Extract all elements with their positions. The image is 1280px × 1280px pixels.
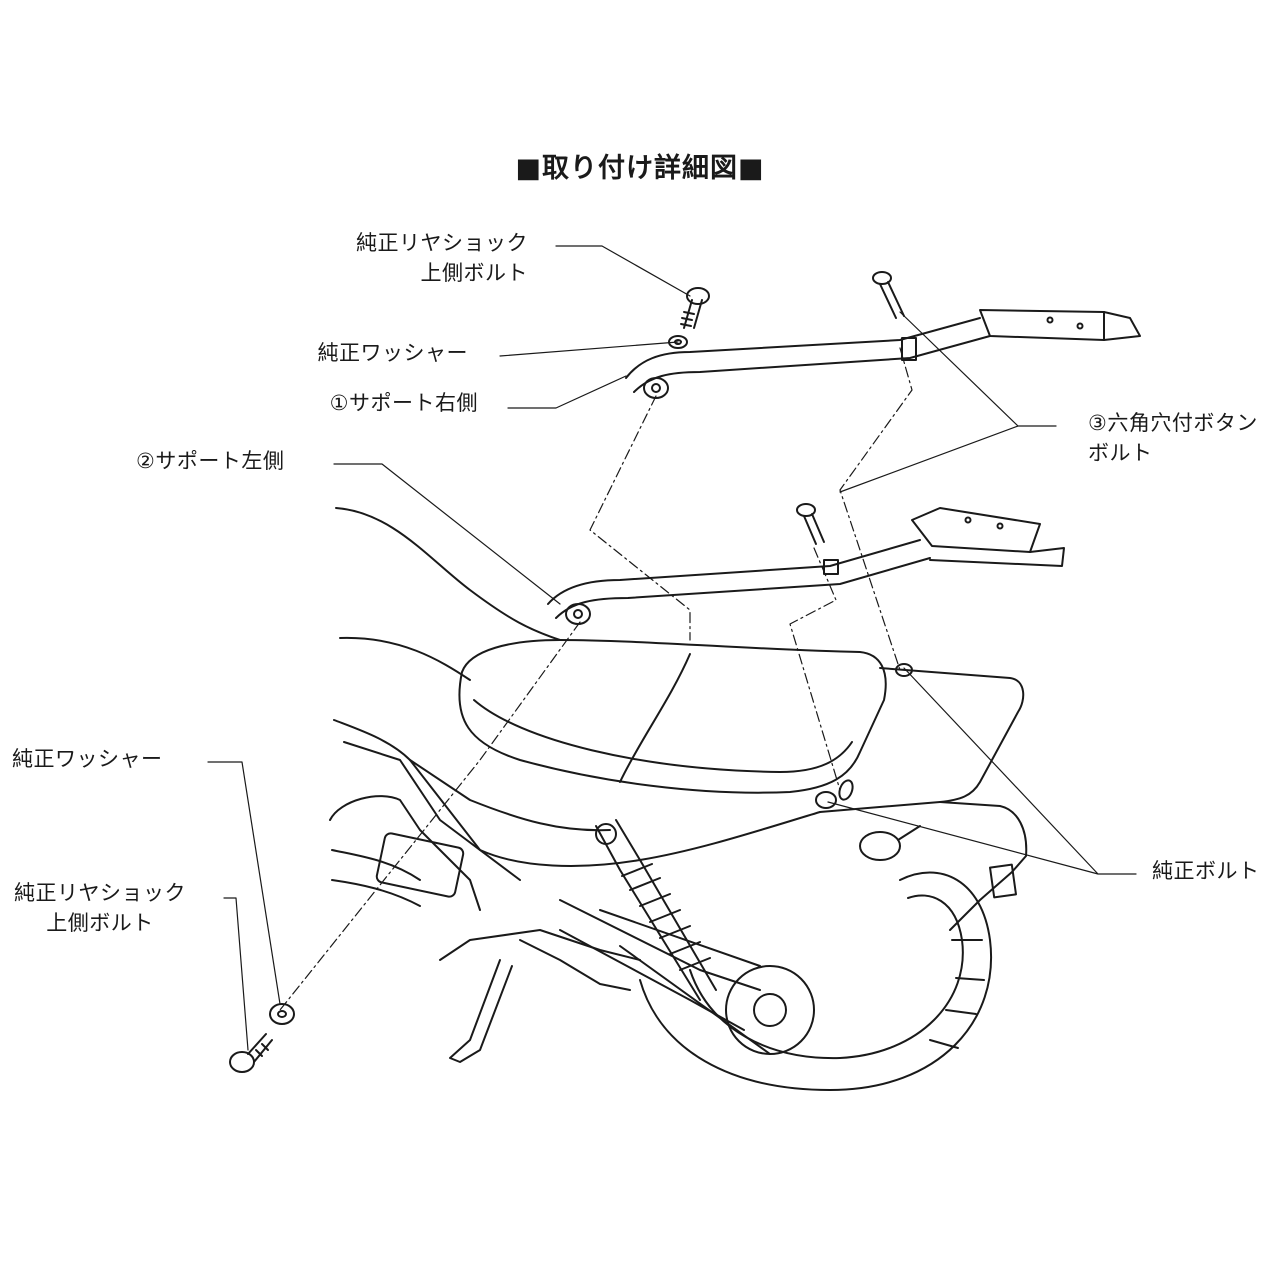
label-button-bolt-line1: ③六角穴付ボタン — [1088, 411, 1258, 435]
leader-support-right — [507, 375, 627, 409]
bottom-shock-bolt-part — [229, 1033, 273, 1073]
leader-bottom-shock-bolt — [223, 897, 249, 1051]
tail-cowl — [819, 667, 1025, 813]
rear-hub — [725, 965, 815, 1055]
tank-curve-upper — [335, 507, 561, 641]
rear-fender — [939, 801, 1028, 931]
support-left-part — [547, 507, 1065, 625]
button-bolt-part-lower — [796, 503, 825, 545]
tail-side — [409, 759, 821, 867]
leader-lines — [207, 245, 1137, 1051]
diagram-title: ■取り付け詳細図■ — [515, 153, 765, 184]
seat-inner-line — [473, 699, 853, 773]
label-stock-bolt: 純正ボルト — [1152, 859, 1260, 883]
tire-tread-2 — [945, 1009, 977, 1015]
label-top-shock-bolt-line2: 上側ボルト — [420, 261, 528, 285]
label-support-left: ②サポート左側 — [136, 449, 285, 473]
label-top-shock-bolt-line1: 純正リヤショック — [356, 231, 528, 255]
frame-rail — [343, 741, 521, 881]
button-bolt-part-upper — [872, 271, 905, 319]
reflector — [989, 863, 1017, 899]
footpeg — [439, 929, 641, 961]
label-top-shock-bolt: 純正リヤショック 上側ボルト — [300, 228, 528, 288]
tire-tread-1 — [929, 1039, 959, 1049]
label-top-washer: 純正ワッシャー — [317, 341, 468, 365]
label-support-right: ①サポート右側 — [329, 391, 478, 415]
exhaust-pipe — [331, 849, 421, 907]
label-button-bolt: ③六角穴付ボタン ボルト — [1088, 408, 1258, 468]
support-right-part — [625, 309, 1141, 399]
rear-shock — [595, 819, 717, 1001]
leader-support-left — [333, 463, 561, 605]
bottom-washer-part — [269, 1003, 295, 1025]
seat — [458, 639, 887, 794]
leader-bottom-washer — [207, 761, 281, 1005]
leader-button-bolt — [839, 311, 1057, 493]
label-bottom-washer: 純正ワッシャー — [12, 747, 163, 771]
leader-stock-bolt — [827, 667, 1137, 875]
brake-pedal — [519, 939, 631, 991]
label-bottom-shock-bolt: 純正リヤショック 上側ボルト — [4, 878, 196, 938]
side-panel — [333, 719, 611, 832]
alignment-lines — [279, 347, 913, 1011]
rear-tire-outer — [639, 871, 993, 1091]
rear-axle — [753, 993, 787, 1027]
swingarm — [559, 899, 761, 1031]
kickstand — [449, 959, 513, 1063]
seat-pad-line — [619, 653, 691, 783]
engine-block — [329, 795, 481, 911]
motorcycle-outline — [329, 507, 1028, 1091]
leader-top-washer — [499, 341, 679, 357]
rear-tire-inner — [689, 894, 964, 1060]
label-button-bolt-line2: ボルト — [1088, 441, 1153, 465]
tire-tread-3 — [955, 977, 985, 981]
turn-signal — [859, 831, 901, 861]
label-bottom-shock-bolt-line1: 純正リヤショック — [14, 881, 186, 905]
engine-cover — [375, 832, 465, 898]
turn-signal-stalk — [897, 825, 921, 841]
stock-bolt-marks — [815, 663, 913, 809]
top-shock-bolt-part — [680, 287, 710, 329]
label-bottom-shock-bolt-line2: 上側ボルト — [46, 911, 154, 935]
leader-top-shock-bolt — [555, 245, 691, 297]
drive-chain — [599, 909, 771, 1055]
tank-curve-lower — [339, 636, 471, 681]
